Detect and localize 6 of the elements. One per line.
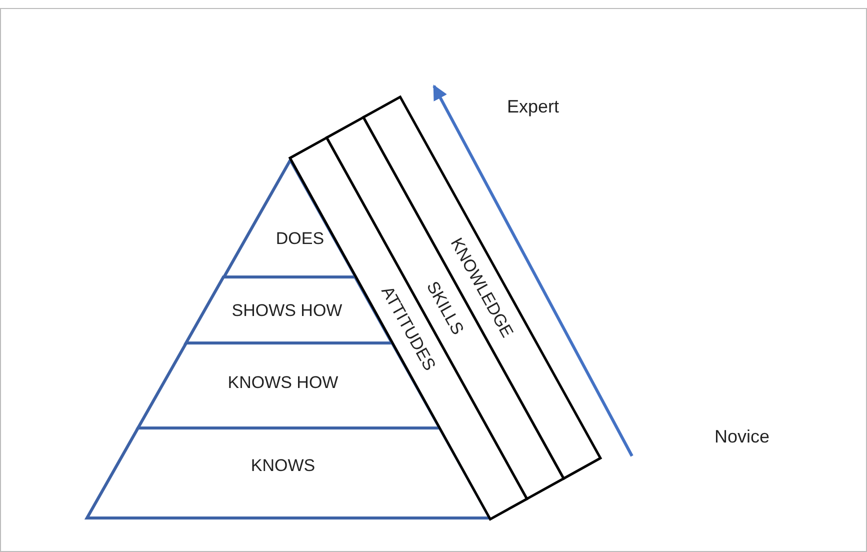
level-label: KNOWS HOW (228, 373, 338, 393)
scale-label: Expert (506, 96, 560, 118)
scale-label: Novice (714, 426, 770, 448)
level-label: SHOWS HOW (232, 301, 342, 321)
level-label: KNOWS (250, 456, 316, 476)
level-label: DOES (276, 229, 324, 249)
